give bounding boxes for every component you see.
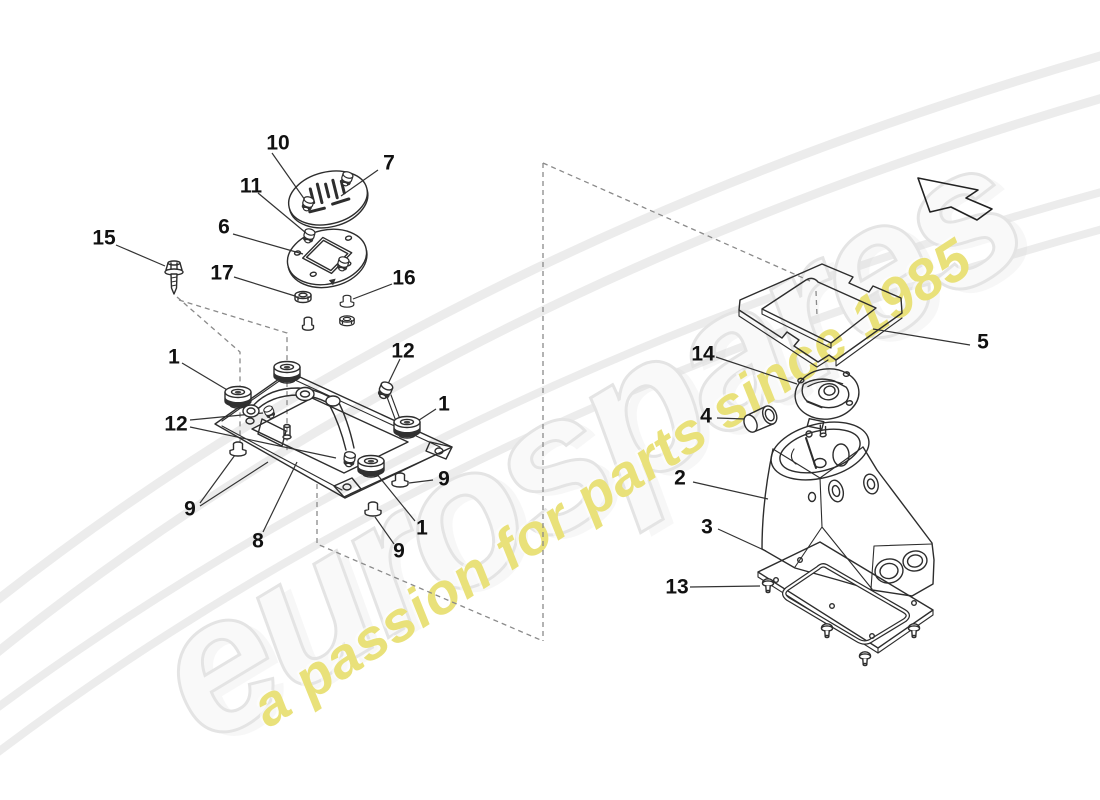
callout-1[interactable]: 1 xyxy=(416,516,428,540)
back-arrow-icon[interactable] xyxy=(917,177,993,221)
gate-plate-drawing xyxy=(287,169,369,229)
callout-2[interactable]: 2 xyxy=(674,466,686,490)
callout-12[interactable]: 12 xyxy=(164,412,188,436)
callout-6[interactable]: 6 xyxy=(218,215,230,239)
callout-9[interactable]: 9 xyxy=(438,467,450,491)
callout-16[interactable]: 16 xyxy=(392,266,416,290)
retainer-plate-drawing xyxy=(286,227,368,289)
callout-17[interactable]: 17 xyxy=(210,261,234,285)
callout-4[interactable]: 4 xyxy=(700,404,712,428)
callout-13[interactable]: 13 xyxy=(665,575,689,599)
housing-drawing xyxy=(761,421,935,597)
bolt-drawing xyxy=(164,260,184,295)
callout-8[interactable]: 8 xyxy=(252,529,264,553)
callout-12[interactable]: 12 xyxy=(391,339,415,363)
callout-3[interactable]: 3 xyxy=(701,515,713,539)
callout-9[interactable]: 9 xyxy=(184,497,196,521)
dashed-assembly-lines xyxy=(176,162,818,642)
callout-10[interactable]: 10 xyxy=(266,131,290,155)
gasket-drawing xyxy=(757,541,934,654)
callout-14[interactable]: 14 xyxy=(691,342,715,366)
callout-1[interactable]: 1 xyxy=(168,345,180,369)
callout-9[interactable]: 9 xyxy=(393,539,405,563)
callout-5[interactable]: 5 xyxy=(977,330,989,354)
bushing-drawing xyxy=(743,405,778,433)
callout-15[interactable]: 15 xyxy=(92,226,116,250)
callout-7[interactable]: 7 xyxy=(383,151,395,175)
bearing-flange-drawing xyxy=(794,368,860,438)
leader-lines xyxy=(115,152,971,588)
cover-plate-drawing xyxy=(738,263,903,368)
callout-1[interactable]: 1 xyxy=(438,392,450,416)
callout-11[interactable]: 11 xyxy=(239,174,263,198)
